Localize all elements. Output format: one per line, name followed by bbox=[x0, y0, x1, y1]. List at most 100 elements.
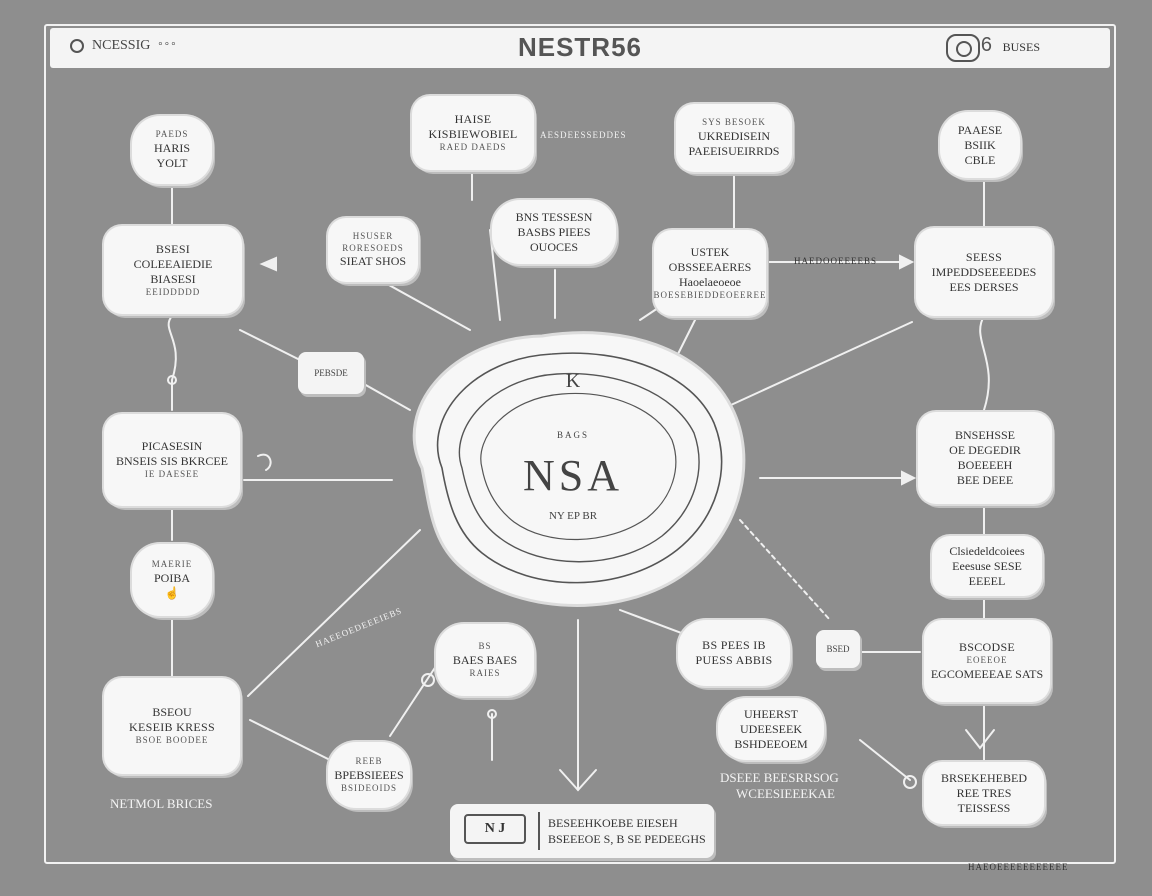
node-line: UDEESEEK bbox=[740, 721, 802, 736]
node-line: BSESI bbox=[155, 241, 191, 256]
connector-node bbox=[421, 673, 435, 687]
connector-node bbox=[903, 775, 917, 789]
hub-top-label: K bbox=[565, 370, 581, 392]
title-bar-left: NCESSIG ° ° ° bbox=[70, 38, 175, 54]
node-line: RAIES bbox=[469, 667, 501, 678]
central-hub: K BAGS NSA NY EP BR bbox=[382, 318, 764, 618]
node-line: Clsiedeldcoiees bbox=[949, 543, 1025, 558]
node-center-low-3[interactable]: UHEERST UDEESEEK BSHDEEOEM bbox=[718, 698, 824, 760]
node-line: Haoelaeoeoe bbox=[679, 274, 741, 289]
node-line: BSIDEOIDS bbox=[340, 782, 397, 793]
node-line: PAEEISUEIRRDS bbox=[688, 143, 780, 158]
node-line: HARIS bbox=[153, 140, 190, 155]
arrowhead bbox=[259, 256, 277, 272]
node-line: BSHDEEOEM bbox=[734, 736, 808, 751]
node-line: IE DAESEE bbox=[144, 469, 200, 480]
node-line: BOESEBIEDDEOEEREE bbox=[653, 289, 767, 300]
title-bar-left-label: NCESSIG bbox=[92, 38, 151, 53]
node-tr-top[interactable]: PAAESE BSIIK CBLE bbox=[940, 112, 1020, 178]
divider bbox=[538, 812, 540, 850]
node-line: PAAESE bbox=[957, 122, 1003, 137]
node-top-center-1[interactable]: HAISE KISBIEWOBIEL RAED DAEDS bbox=[412, 96, 534, 170]
node-center-low-2[interactable]: BS PEES IB PUESS ABBIS bbox=[678, 620, 790, 686]
node-line: HSUSER bbox=[352, 231, 394, 242]
node-line: BASBS PIEES OUOCES bbox=[517, 224, 591, 254]
connector bbox=[389, 659, 441, 737]
connector bbox=[489, 229, 501, 321]
node-center-small-1[interactable]: HSUSER RORESOEDS SIEAT SHOS bbox=[328, 218, 418, 282]
node-tl-top[interactable]: PAEDS HARIS YOLT bbox=[132, 116, 212, 184]
connector-node bbox=[167, 375, 177, 385]
node-line: EGCOMEEEAE SATS bbox=[930, 666, 1044, 681]
hand-icon: ☝ bbox=[164, 585, 180, 600]
node-left-row-2[interactable]: PICASESIN BNSEIS SIS BKRCEE IE DAESEE bbox=[104, 414, 240, 506]
node-line: TEISSESS bbox=[957, 800, 1011, 815]
node-center-small-3[interactable]: USTEK OBSSEEAERES Haoelaeoeoe BOESEBIEDD… bbox=[654, 230, 766, 316]
node-line: RORESOEDS bbox=[342, 242, 404, 253]
node-line: BNSEHSSE bbox=[954, 428, 1016, 442]
node-center-low-1[interactable]: BS BAES BAES RAIES bbox=[436, 624, 534, 696]
node-line: CBLE bbox=[964, 152, 996, 167]
node-line: BPEBSIEEES bbox=[334, 767, 404, 782]
label-top-mid: AESDEESSEDDES bbox=[540, 130, 627, 140]
title-bar: NCESSIG ° ° ° NESTR56 6 BUSES bbox=[50, 28, 1110, 68]
node-line: KISBIEWOBIEL bbox=[428, 127, 518, 142]
node-left-row-1[interactable]: BSESI COLEEAIEDIE BIASESI EEIDDDDD bbox=[104, 226, 242, 314]
left-chip[interactable]: PEBSDE bbox=[298, 352, 364, 394]
node-line: BRSEKEHEBED bbox=[940, 770, 1027, 785]
title-bar-right-label: BUSES bbox=[1002, 40, 1040, 54]
node-line: EEEEL bbox=[968, 573, 1006, 588]
connector bbox=[559, 769, 597, 792]
node-line: SEESS bbox=[965, 249, 1003, 264]
label-bottom-mid-right-2: WCEESIEEEKAE bbox=[736, 786, 835, 801]
swirl-icon: 6 bbox=[980, 34, 992, 56]
camera-icon[interactable] bbox=[946, 34, 980, 62]
node-line: MAERIE bbox=[151, 559, 193, 570]
node-line: UKREDISEIN bbox=[698, 128, 770, 143]
node-right-row-5[interactable]: BRSEKEHEBED REE TRES TEISSESS bbox=[924, 762, 1044, 824]
connector bbox=[719, 321, 913, 411]
node-left-row-4[interactable]: BSEOU KESEIB KRESS BSOE BOODEE bbox=[104, 678, 240, 774]
connector bbox=[239, 329, 301, 361]
node-line: PUESS ABBIS bbox=[695, 653, 773, 667]
hub-caption: NY EP BR bbox=[548, 510, 598, 522]
node-line: Eeesuse SESE bbox=[952, 558, 1022, 573]
node-center-low-4[interactable]: REEB BPEBSIEEES BSIDEOIDS bbox=[328, 742, 410, 808]
arrowhead bbox=[901, 470, 917, 486]
connector bbox=[167, 315, 177, 381]
node-right-row-3[interactable]: Clsiedeldcoiees Eeesuse SESE EEEEL bbox=[932, 536, 1042, 596]
title-bar-left-extra: ° ° ° bbox=[158, 40, 176, 52]
label-bottom-right: HAEOEEEEEEEEEEE bbox=[968, 862, 1069, 872]
connector bbox=[859, 739, 911, 781]
node-line: BS PEES IB bbox=[702, 638, 766, 652]
node-right-row-2[interactable]: BNSEHSSE OE DEGEDIR BOEEEEH BEE DEEE bbox=[918, 412, 1052, 504]
right-chip[interactable]: BSED bbox=[816, 630, 860, 668]
arrowhead bbox=[899, 254, 915, 270]
node-line: BSOE BOODEE bbox=[135, 735, 209, 746]
node-line: REE TRES bbox=[956, 785, 1012, 800]
connector bbox=[363, 383, 411, 411]
node-center-small-2[interactable]: BNS TESSESN BASBS PIEES OUOCES bbox=[492, 200, 616, 264]
node-line: EES DERSES bbox=[949, 279, 1019, 294]
node-right-row-4[interactable]: BSCODSE EOEEOE EGCOMEEEAE SATS bbox=[924, 620, 1050, 702]
connector bbox=[979, 315, 990, 411]
hub-main-label: NSA bbox=[522, 451, 624, 500]
page-title: NESTR56 bbox=[517, 32, 643, 62]
diagram-frame bbox=[44, 24, 1116, 864]
bottom-panel: N J BESEEHKOEBE EIESEH BSEEEOE S, B SE P… bbox=[450, 804, 714, 858]
node-right-row-1[interactable]: SEESS IMPEDDSEEEEDES EES DERSES bbox=[916, 228, 1052, 316]
node-left-row-3[interactable]: MAERIE POIBA ☝ bbox=[132, 544, 212, 616]
node-line: RAED DAEDS bbox=[439, 142, 507, 153]
node-line: EOEEOE bbox=[966, 655, 1008, 666]
node-line: YOLT bbox=[156, 155, 188, 170]
bottom-panel-line-2: BSEEEOE S, B SE PEDEEGHS bbox=[548, 831, 706, 846]
node-top-center-2[interactable]: SYS BESOEK UKREDISEIN PAEEISUEIRRDS bbox=[676, 104, 792, 172]
node-line: BAES BAES bbox=[452, 652, 518, 667]
node-line: BSIIK bbox=[964, 137, 996, 152]
bottom-panel-line-1: BESEEHKOEBE EIESEH bbox=[548, 816, 678, 830]
node-line: HAISE bbox=[454, 112, 492, 127]
node-line: REEB bbox=[355, 756, 383, 767]
node-line: EEIDDDDD bbox=[145, 286, 201, 297]
connector bbox=[257, 453, 272, 471]
